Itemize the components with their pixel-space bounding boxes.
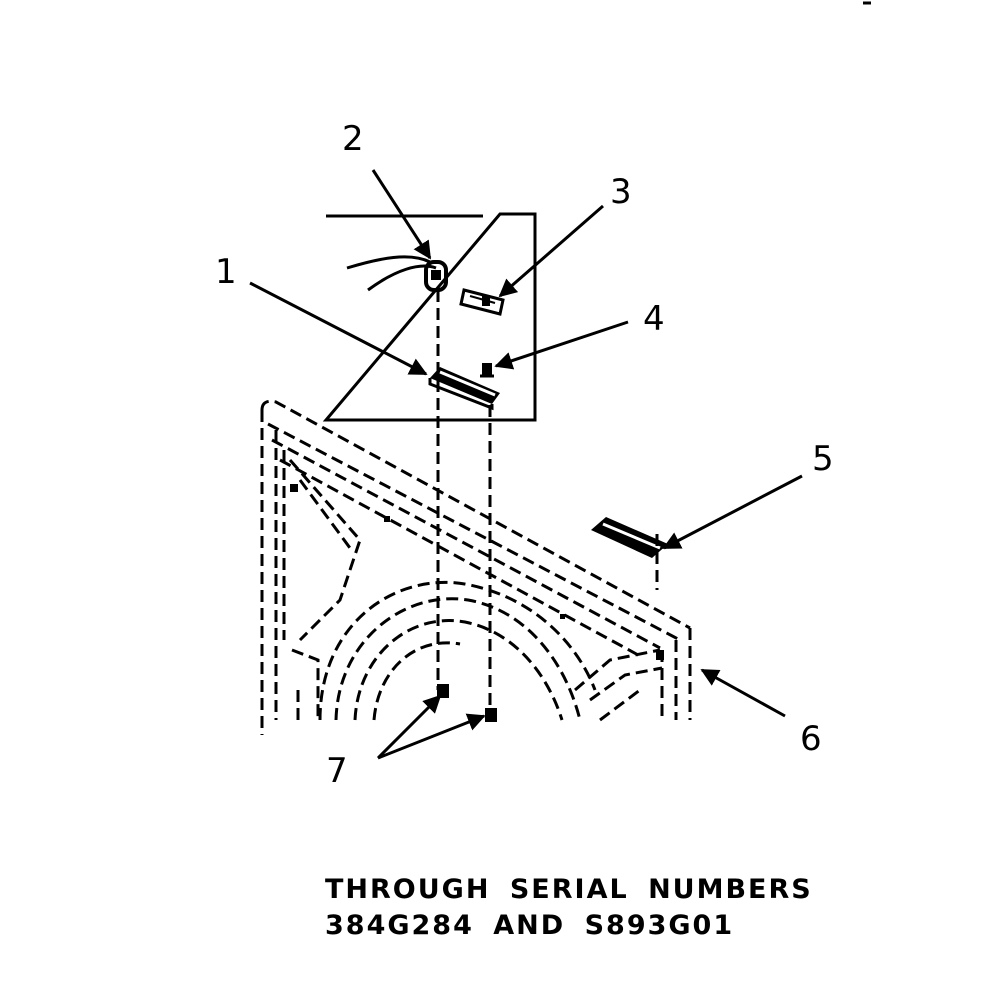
detail-inset-box (322, 212, 537, 422)
part-1-bracket (428, 367, 500, 411)
part-4-screw (480, 363, 494, 378)
serial-number-caption: THROUGH SERIAL NUMBERS 384G284 AND S893G… (325, 872, 813, 944)
part-3-fuse (459, 288, 505, 316)
callout-5: 5 (812, 439, 834, 479)
callout-7: 7 (326, 751, 348, 791)
leader-7a (376, 694, 442, 760)
part-2-wire-harness (346, 255, 448, 292)
leader-5 (662, 474, 803, 550)
caption-line-2: 384G284 AND S893G01 (325, 910, 735, 941)
callout-4: 4 (643, 299, 665, 339)
callout-labels: 1 2 3 4 5 6 7 (215, 119, 834, 791)
part-7-fasteners (437, 684, 497, 722)
leader-lines (249, 169, 803, 760)
leader-6 (700, 668, 786, 718)
leader-1 (249, 281, 428, 376)
part-6-housing (260, 399, 692, 735)
leader-4 (494, 320, 629, 370)
assembly-guide-lines (436, 290, 492, 710)
callout-6: 6 (800, 719, 822, 759)
caption-line-1: THROUGH SERIAL NUMBERS (325, 874, 813, 905)
leader-7b (377, 713, 486, 760)
callout-3: 3 (610, 172, 632, 212)
part-5-pad (591, 517, 668, 590)
leader-2 (371, 169, 432, 260)
leader-3 (498, 204, 604, 298)
callout-1: 1 (215, 252, 237, 292)
callout-2: 2 (342, 119, 364, 159)
